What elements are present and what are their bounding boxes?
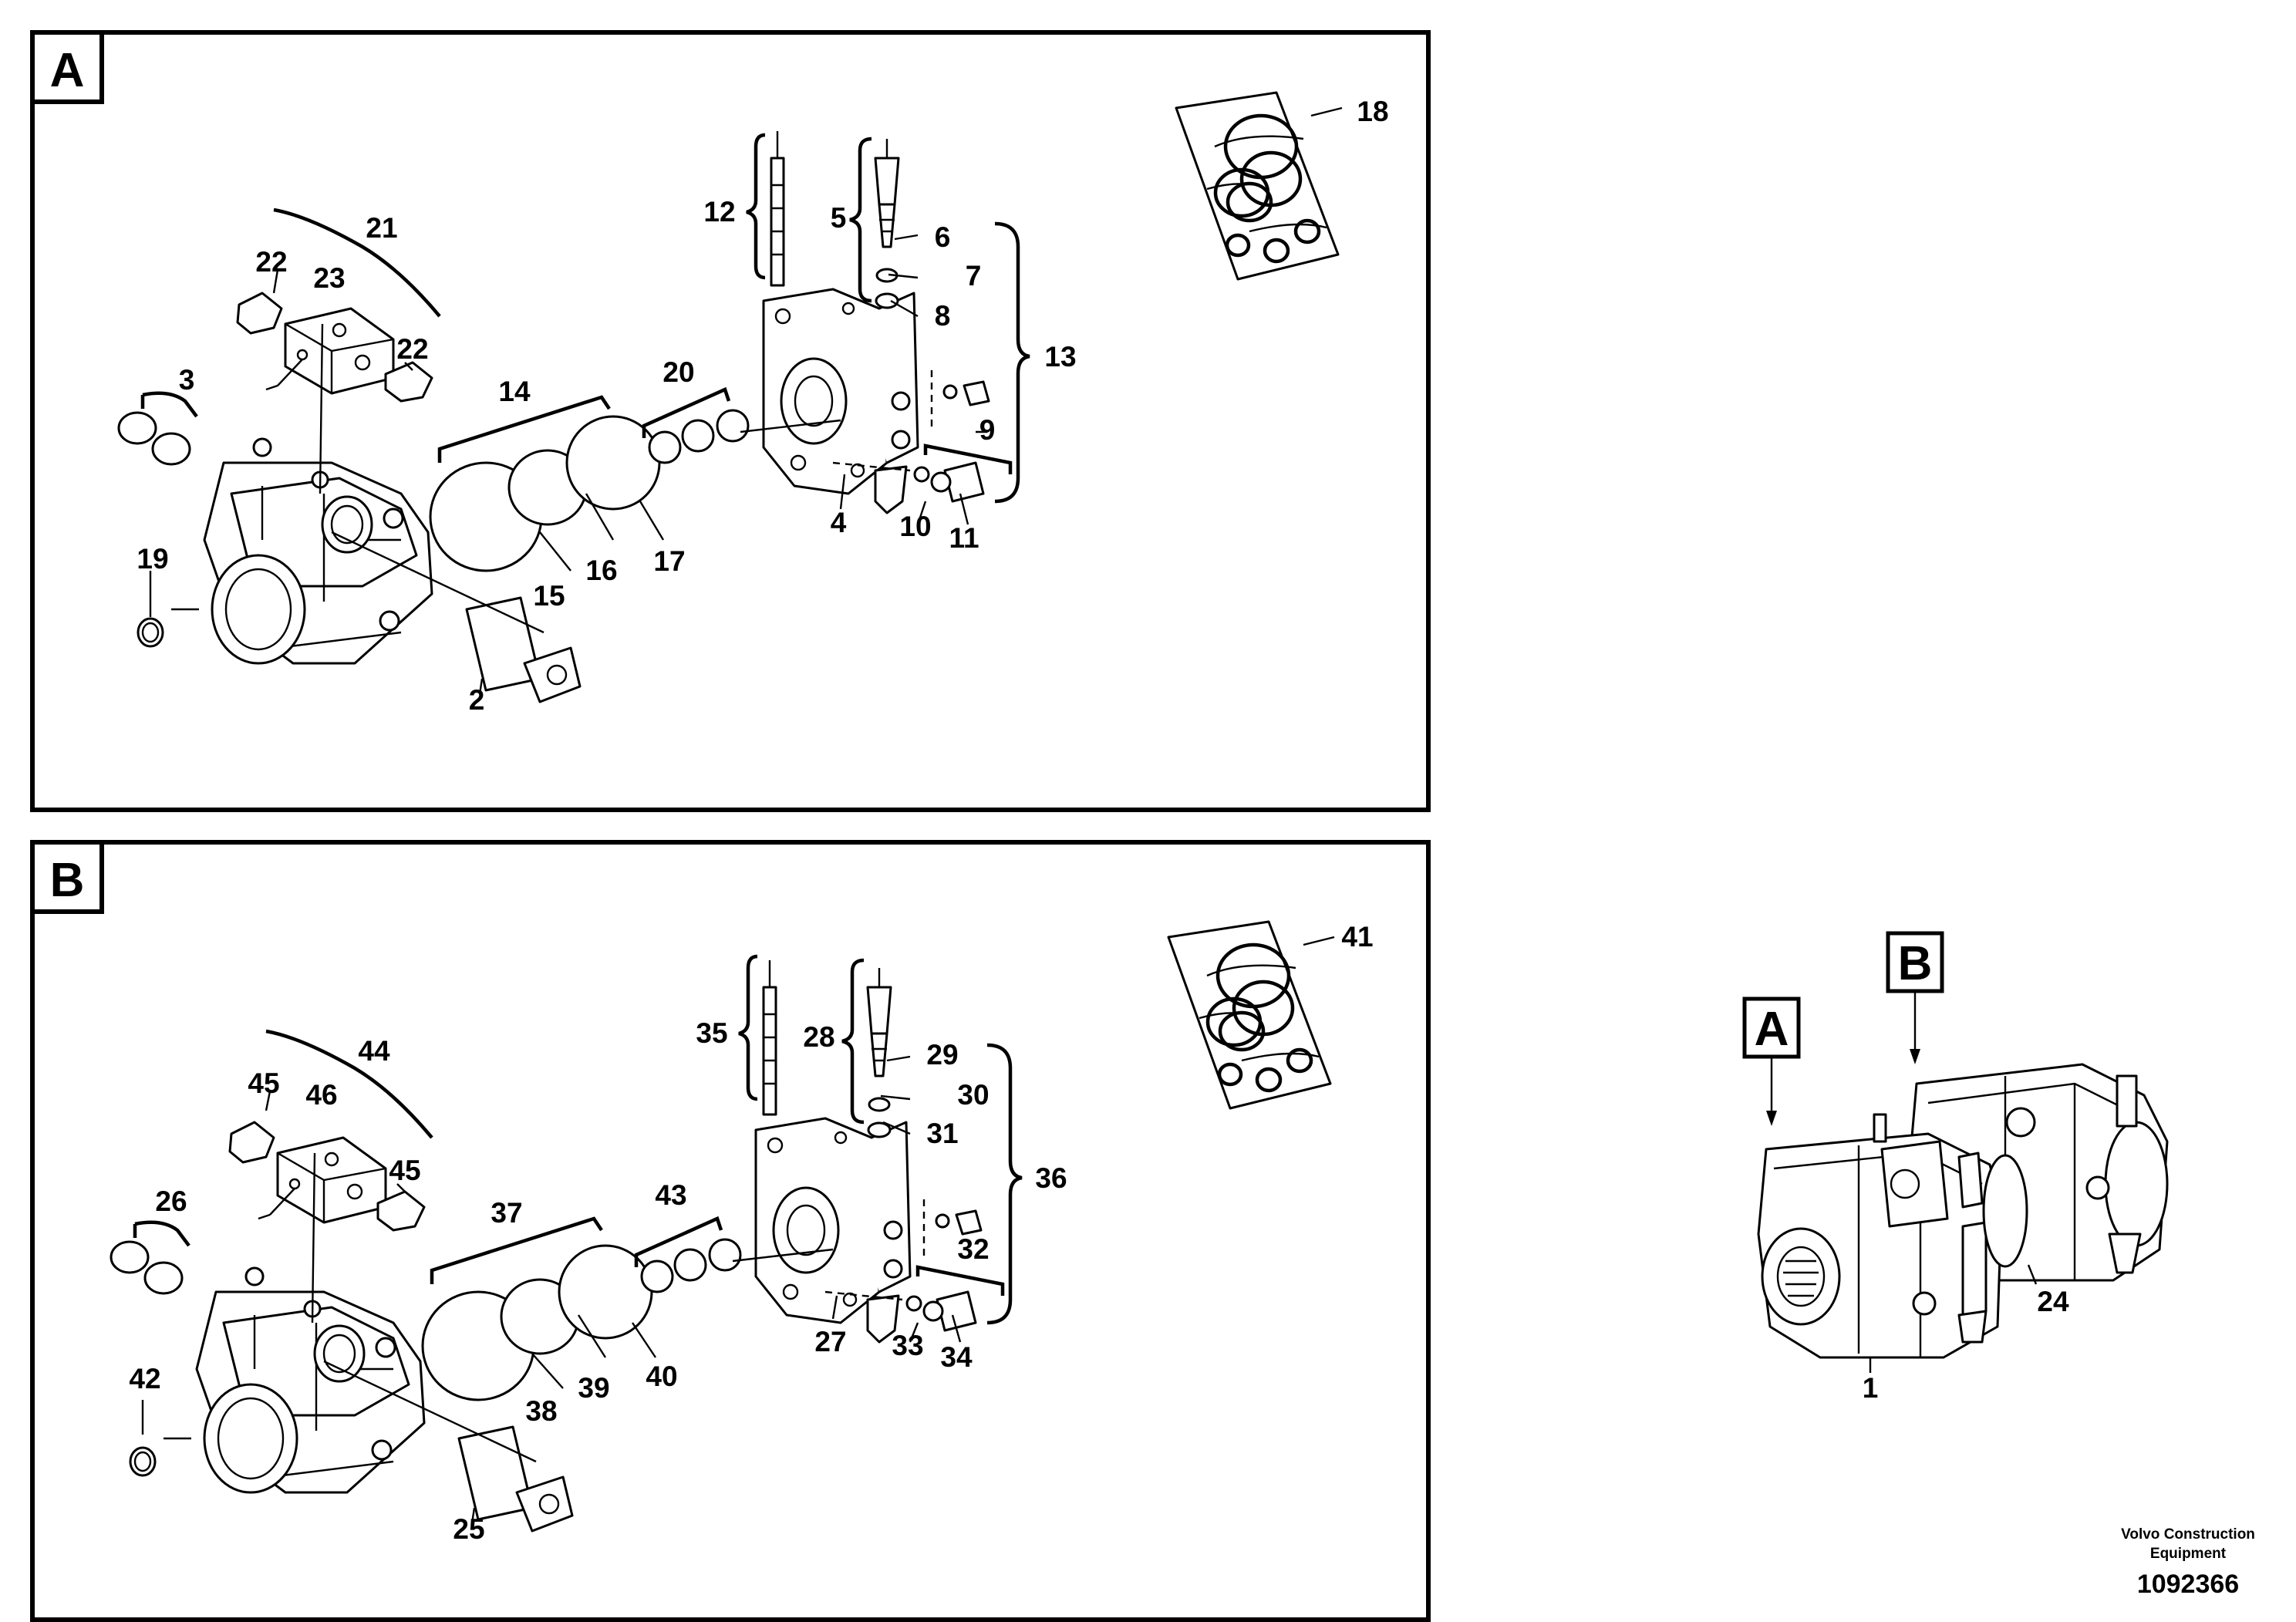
- callout-label: 28: [803, 1021, 834, 1053]
- panel-a-tag: A: [50, 44, 85, 97]
- callout-label: 1: [1863, 1372, 1879, 1404]
- brace-12: [746, 133, 766, 280]
- callout-label: 10: [899, 511, 931, 542]
- publisher-credit: Volvo Construction Equipment 1092366: [2121, 1526, 2255, 1599]
- callout-label: 44: [358, 1035, 390, 1067]
- callout-label: 14: [498, 376, 531, 407]
- callout-label: 43: [655, 1179, 686, 1211]
- callout-label: 13: [1044, 341, 1076, 373]
- publisher-name-line2: Equipment: [2150, 1546, 2227, 1562]
- overview-tag-b: B: [1898, 937, 1933, 990]
- callout-label: 37: [491, 1197, 522, 1229]
- callout-label: 29: [926, 1039, 958, 1071]
- callout-label: 8: [935, 300, 951, 332]
- panel-a: A 2 3 4 5 6 7 8 9 10 11 12 13 14 15: [30, 30, 1431, 812]
- callout-label: 40: [646, 1361, 677, 1392]
- callout-label: 17: [653, 545, 685, 577]
- callout-label: 11: [949, 522, 979, 554]
- panel-a-callouts: 2 3 4 5 6 7 8 9 10 11 12 13 14 15 16 17 …: [137, 96, 1388, 716]
- callout-label: 24: [2037, 1286, 2069, 1317]
- callout-label: 21: [366, 212, 397, 244]
- brace-28: [841, 958, 865, 1125]
- callout-label: 3: [179, 364, 195, 396]
- callout-label: 42: [129, 1363, 160, 1394]
- callout-label: 15: [533, 580, 565, 612]
- document-number: 1092366: [2137, 1570, 2239, 1599]
- callout-label: 36: [1035, 1162, 1067, 1194]
- callout-label: 7: [966, 260, 982, 292]
- callout-label: 30: [957, 1079, 989, 1111]
- callout-label: 33: [892, 1330, 923, 1361]
- overview-tag-b-box: [1886, 931, 1944, 993]
- publisher-name-line1: Volvo Construction: [2121, 1526, 2255, 1543]
- callout-label: 46: [305, 1079, 337, 1111]
- panel-b: B 25 26 27 28 29 30 31 32 33 34 35 36 37: [30, 840, 1431, 1622]
- callout-label: 41: [1341, 921, 1373, 953]
- brace-32: [915, 1265, 1005, 1296]
- brace-35: [738, 954, 758, 1101]
- callout-label: 25: [453, 1513, 484, 1545]
- callout-label: 18: [1357, 96, 1388, 127]
- overview-tag-a: A: [1755, 1003, 1789, 1056]
- callout-label: 20: [663, 356, 694, 388]
- callout-label: 31: [926, 1118, 958, 1149]
- callout-label: 45: [248, 1067, 279, 1099]
- callout-label: 19: [137, 543, 168, 575]
- callout-label: 4: [831, 507, 847, 538]
- brace-13: [994, 221, 1030, 504]
- callout-label: 16: [585, 555, 617, 586]
- brace-26: [133, 1220, 190, 1247]
- callout-label: 39: [578, 1372, 609, 1404]
- callout-label: 26: [155, 1185, 187, 1217]
- brace-36: [986, 1043, 1023, 1325]
- brace-20: [642, 386, 731, 438]
- brace-3: [140, 391, 198, 418]
- panel-b-tag: B: [50, 854, 85, 907]
- callout-label: 22: [396, 333, 428, 365]
- overview-tag-a-box: [1742, 996, 1801, 1059]
- callout-label: 34: [940, 1341, 973, 1373]
- callout-label: 5: [831, 202, 847, 234]
- callout-label: 6: [935, 221, 951, 253]
- brace-21: [273, 207, 441, 318]
- brace-37: [430, 1216, 603, 1284]
- panel-b-callouts: 25 26 27 28 29 30 31 32 33 34 35 36 37 3…: [129, 921, 1373, 1545]
- callout-label: 45: [389, 1155, 420, 1186]
- callout-label: 12: [703, 196, 735, 228]
- callout-label: 9: [979, 414, 996, 446]
- brace-9: [923, 443, 1013, 474]
- brace-44: [265, 1029, 433, 1139]
- callout-label: 32: [957, 1233, 989, 1265]
- callout-label: 35: [696, 1017, 727, 1049]
- callout-label: 27: [814, 1326, 846, 1357]
- assembly-overview: A B 1 24: [1742, 931, 2169, 1404]
- brace-43: [634, 1216, 723, 1267]
- callout-label: 23: [313, 262, 345, 294]
- callout-label: 38: [525, 1395, 557, 1427]
- brace-14: [437, 395, 611, 463]
- callout-label: 22: [255, 246, 287, 278]
- callout-label: 2: [469, 684, 485, 716]
- brace-5: [849, 137, 872, 303]
